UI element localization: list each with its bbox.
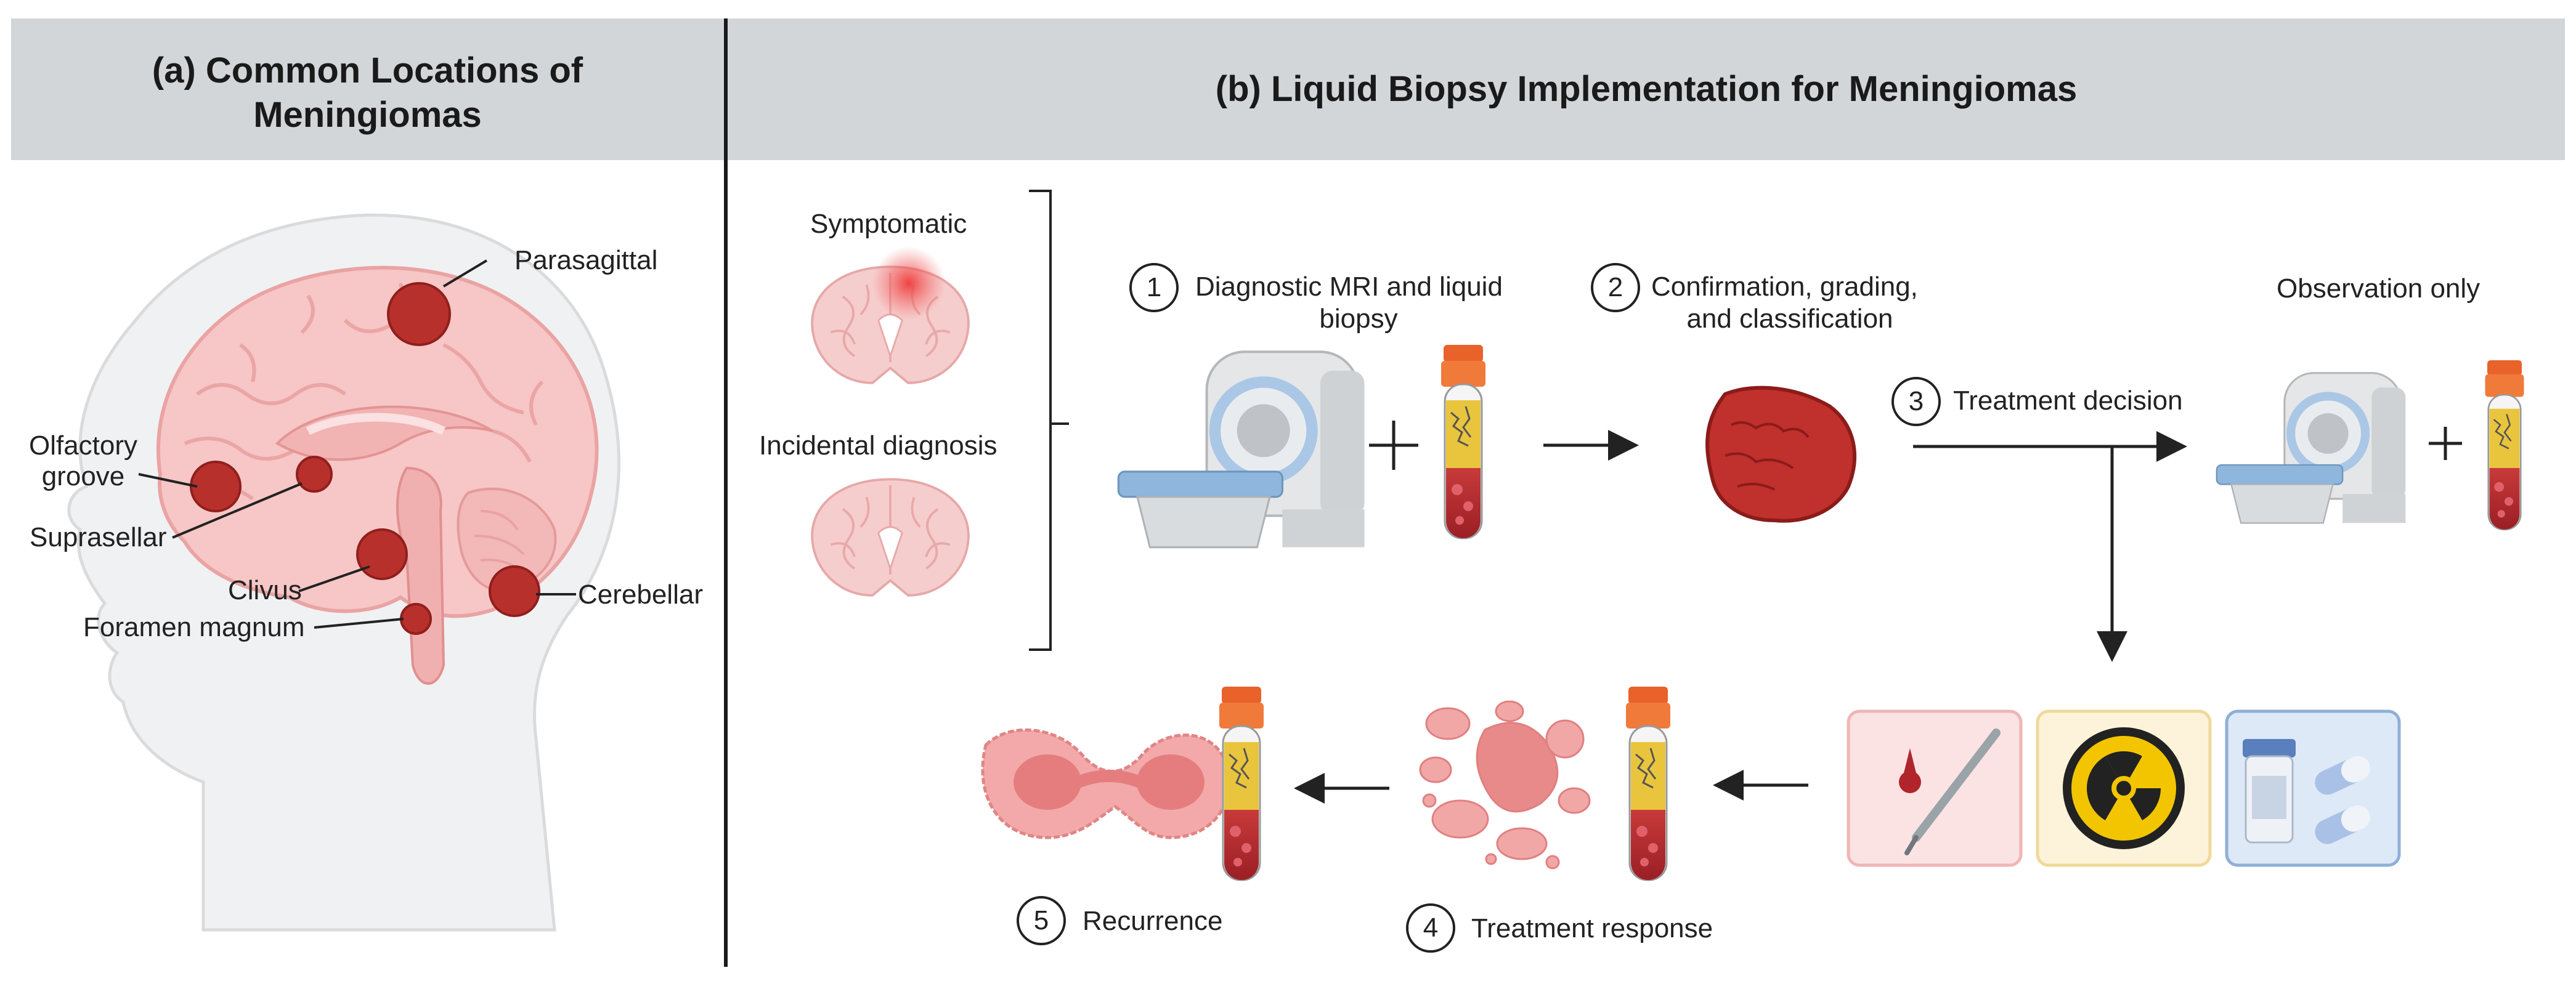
plus-1: [1369, 421, 1418, 470]
panel-divider: [724, 18, 728, 967]
label-clivus: Clivus: [228, 575, 302, 605]
mri-scanner-2: [2216, 371, 2407, 525]
label-olfactory-line2: groove: [41, 461, 125, 491]
plus-2: [2429, 427, 2462, 460]
label-symptomatic: Symptomatic: [810, 209, 967, 239]
shrinking-tumor-fragments: [1419, 700, 1591, 870]
step-3-number: 3: [1891, 377, 1941, 426]
surgery-option: [1847, 709, 2023, 867]
step-4-label: Treatment response: [1471, 913, 1713, 943]
tumor-suprasellar: [296, 456, 333, 493]
step-2-label-line2: and classification: [1686, 304, 1893, 334]
tumor-olfactory: [190, 461, 242, 512]
brain-scan-incidental: [812, 479, 969, 595]
label-cerebellar: Cerebellar: [578, 579, 703, 610]
label-observation-only: Observation only: [2277, 273, 2481, 304]
label-foramen-magnum: Foramen magnum: [83, 612, 305, 642]
label-olfactory-line1: Olfactory: [28, 430, 138, 461]
panel-b-title: (b) Liquid Biopsy Implementation for Men…: [1215, 69, 2078, 109]
panel-b-header: (b) Liquid Biopsy Implementation for Men…: [728, 18, 2565, 160]
blood-tube-4: [1625, 685, 1672, 881]
step-4-number: 4: [1406, 903, 1455, 953]
label-suprasellar: Suprasellar: [30, 522, 167, 552]
panel-a-header: (a) Common Locations of Meningiomas: [11, 18, 724, 160]
step-5-number: 5: [1017, 896, 1066, 945]
step-1-label-line1: Diagnostic MRI and liquid: [1195, 272, 1503, 302]
tumor-cerebellar: [489, 565, 540, 617]
tumor-foramen: [400, 603, 432, 635]
tumor-clivus: [356, 528, 408, 580]
radiation-option: [2036, 709, 2212, 867]
step-3-label: Treatment decision: [1953, 386, 2183, 416]
location-leaders: [138, 259, 576, 629]
panel-a-title-line2: Meningiomas: [253, 95, 482, 135]
tumor-mass: [1705, 386, 1856, 523]
panel-a-title-line1: (a) Common Locations of: [152, 50, 583, 91]
label-parasagittal: Parasagittal: [514, 245, 658, 275]
brain: [156, 265, 599, 685]
blood-tube-5: [1218, 685, 1265, 881]
tumor-parasagittal: [387, 282, 451, 346]
step-1-label-line2: biopsy: [1319, 304, 1398, 334]
medication-option: [2225, 709, 2401, 867]
blood-tube-1: [1440, 344, 1487, 539]
dividing-tumor-cells: [981, 728, 1231, 839]
brain-scan-symptomatic: [811, 246, 970, 384]
step-1-number: 1: [1129, 263, 1179, 312]
grouping-bracket: [1029, 190, 1069, 651]
step-2-number: 2: [1591, 263, 1640, 312]
step-2-label-line1: Confirmation, grading,: [1651, 272, 1918, 302]
mri-scanner-1: [1118, 352, 1364, 547]
step-5-label: Recurrence: [1083, 906, 1223, 936]
blood-tube-2: [2484, 360, 2525, 531]
label-incidental: Incidental diagnosis: [759, 430, 997, 461]
